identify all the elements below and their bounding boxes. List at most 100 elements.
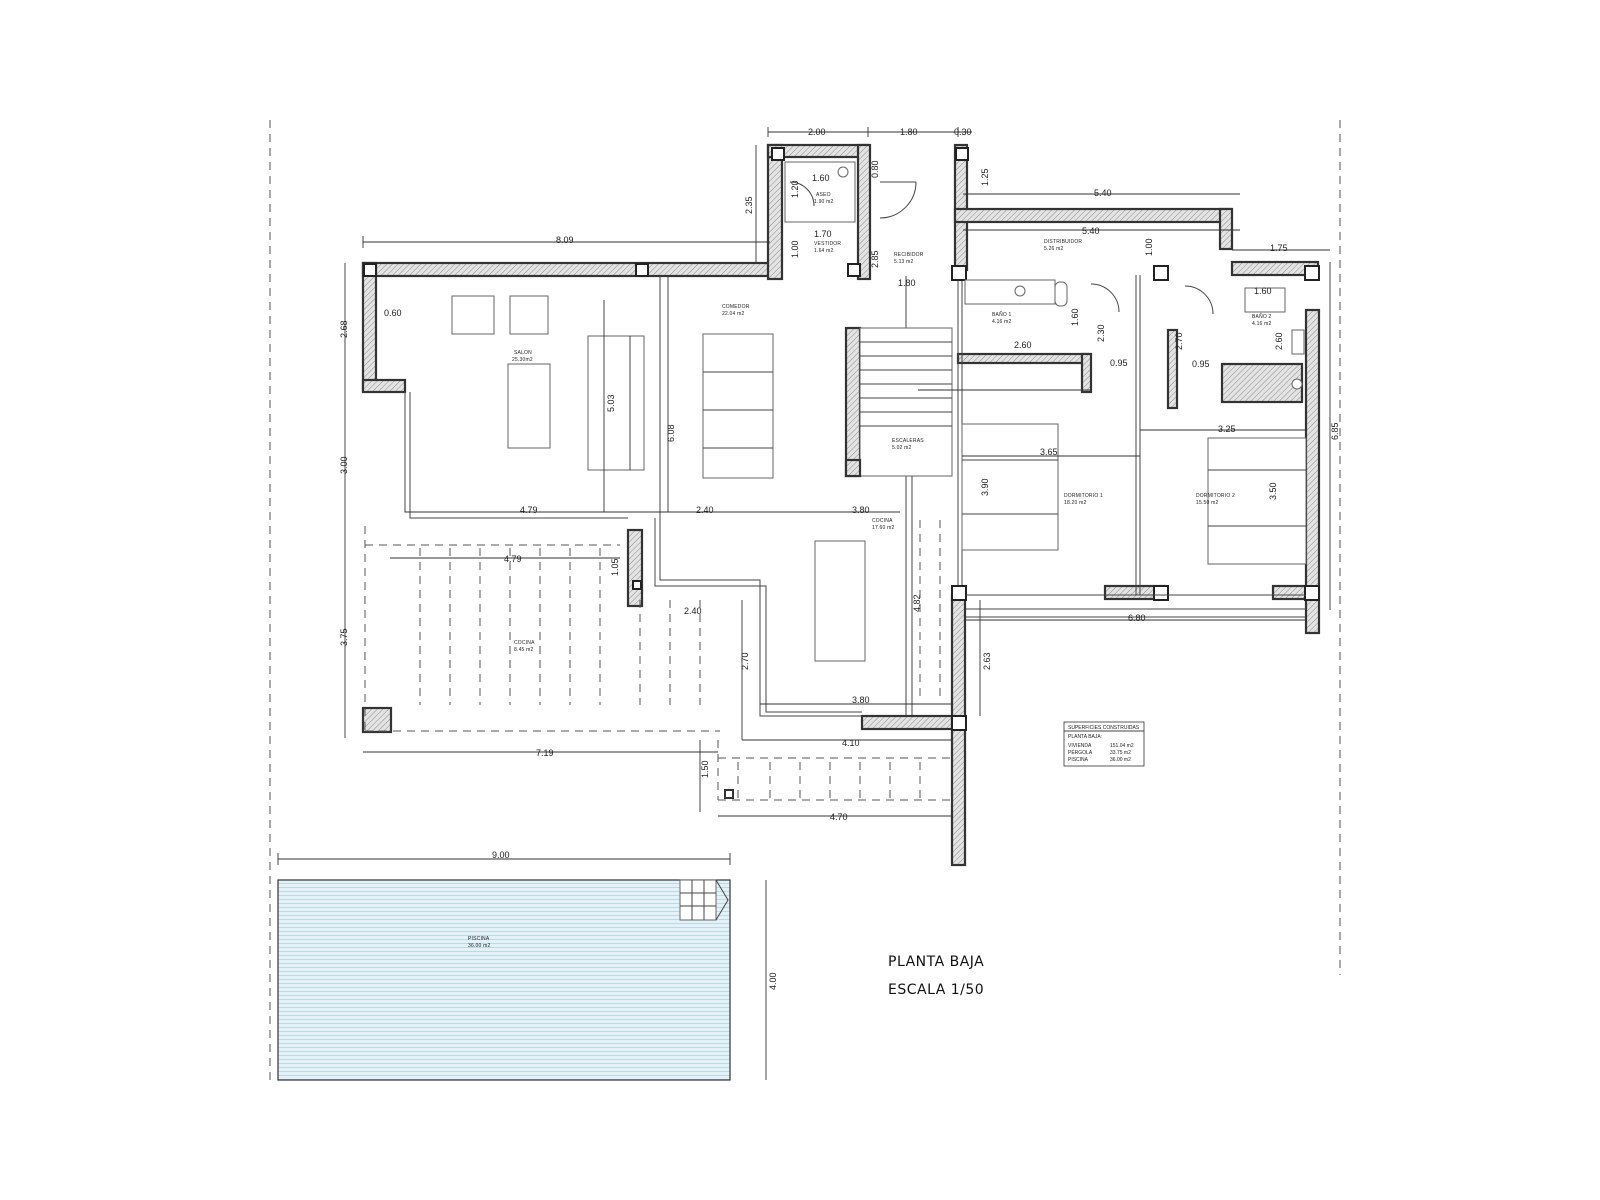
room-dormitorio2-area: 15.50 m2 [1196,500,1218,506]
room-piscina-area: 36.00 m2 [468,943,490,949]
room-labels: ASEO 1.90 m2 VESTIDOR 1.64 m2 RECIBIDOR … [468,192,1272,949]
room-escaleras-name: ESCALERAS [892,438,924,444]
dim-2-63: 2.63 [982,652,992,670]
dim-5-40-a: 5.40 [1094,188,1112,198]
dim-0-95-a: 0.95 [1110,358,1128,368]
room-aseo-area: 1.90 m2 [814,199,833,205]
dim-3-00: 3.00 [339,456,349,474]
dim-4-79-a: 4.79 [520,505,538,515]
dim-5-03: 5.03 [606,394,616,412]
room-salon-name: SALON [514,350,532,356]
dimension-labels: 2.00 1.80 0.30 1.60 1.20 0.80 1.25 5.40 … [339,127,1340,990]
dim-0-80: 0.80 [870,160,880,178]
dim-2-40-a: 2.40 [696,505,714,515]
dim-1-25: 1.25 [980,168,990,186]
room-escaleras-area: 5.02 m2 [892,445,911,451]
dim-1-00-b: 1.00 [1144,238,1154,256]
areas-row-label: VIVIENDA [1068,743,1092,749]
dim-4-70: 4.70 [830,812,848,822]
dim-2-35: 2.35 [744,196,754,214]
pergola-grid [364,520,952,801]
areas-table-subheader: PLANTA BAJA: [1068,734,1102,740]
room-cocina-ext-area: 8.45 m2 [514,647,533,653]
dim-1-80-top: 1.80 [900,127,918,137]
dim-3-80-a: 3.80 [852,505,870,515]
dim-1-60-b2: 1.60 [1254,286,1272,296]
room-piscina-name: PISCINA [468,936,490,942]
dim-0-60: 0.60 [384,308,402,318]
dim-9-00: 9.00 [492,850,510,860]
dim-1-60-aseo: 1.60 [812,173,830,183]
dim-2-30: 2.30 [1096,324,1106,342]
dim-7-19: 7.19 [536,748,554,758]
room-dormitorio1-name: DORMITORIO 1 [1064,493,1103,499]
dim-1-20: 1.20 [790,180,800,198]
sheet-frame [269,120,1341,1085]
dim-1-00-a: 1.00 [790,240,800,258]
dim-3-75: 3.75 [339,628,349,646]
furniture [451,161,1307,662]
dim-2-00: 2.00 [808,127,826,137]
dim-1-50: 1.50 [700,760,710,778]
dim-2-60-a: 2.60 [1014,340,1032,350]
dim-2-60-b: 2.60 [1274,332,1284,350]
dim-6-80: 6.80 [1128,613,1146,623]
drawing-title: PLANTA BAJA [888,954,984,970]
areas-table-header: SUPERFICIES CONSTRUIDAS [1068,725,1140,731]
room-dormitorio2-name: DORMITORIO 2 [1196,493,1235,499]
room-cocina-ext-name: COCINA [514,640,535,646]
room-distribuidor-name: DISTRIBUIDOR [1044,239,1082,245]
dim-5-40-b: 5.40 [1082,226,1100,236]
room-comedor-area: 22.04 m2 [722,311,744,317]
areas-table: SUPERFICIES CONSTRUIDAS PLANTA BAJA: VIV… [1063,721,1145,767]
dim-3-50: 3.50 [1268,482,1278,500]
room-dormitorio1-area: 18.20 m2 [1064,500,1086,506]
exterior-walls [361,143,1321,867]
dim-4-79-b: 4.79 [504,554,522,564]
dim-3-90: 3.90 [980,478,990,496]
dim-1-75: 1.75 [1270,243,1288,253]
room-aseo-name: ASEO [816,192,831,198]
areas-row-value: 151.04 m2 [1110,743,1134,749]
dim-3-25: 3.25 [1218,424,1236,434]
dimension-lines [277,127,1331,1080]
dim-4-00: 4.00 [768,972,778,990]
room-cocina-area: 17.60 m2 [872,525,894,531]
dim-0-30: 0.30 [954,127,972,137]
areas-row-value: 33.75 m2 [1110,750,1131,756]
room-bano2-name: BAÑO 2 [1252,313,1272,320]
room-vestidor-area: 1.64 m2 [814,248,833,254]
room-bano1-area: 4.16 m2 [992,319,1011,325]
pool [277,879,731,1081]
room-bano2-area: 4.16 m2 [1252,321,1271,327]
dim-8-09: 8.09 [556,235,574,245]
room-comedor-name: COMEDOR [722,304,750,310]
dim-2-70-b: 2.70 [740,652,750,670]
dim-3-80-b: 3.80 [852,695,870,705]
areas-row-value: 36.00 m2 [1110,757,1131,763]
dim-4-10: 4.10 [842,738,860,748]
drawing-scale: ESCALA 1/50 [888,982,984,998]
dim-2-68: 2.68 [339,320,349,338]
room-recibidor-area: 5.13 m2 [894,259,913,265]
title-block: PLANTA BAJA ESCALA 1/50 [888,954,984,998]
dim-2-70-a: 2.70 [1174,332,1184,350]
room-vestidor-name: VESTIDOR [814,241,841,247]
dim-1-80-mid: 1.80 [898,278,916,288]
room-salon-area: 25.30m2 [512,357,533,363]
areas-row-label: PÉRGOLA [1068,749,1093,756]
dim-0-95-b: 0.95 [1192,359,1210,369]
room-cocina-name: COCINA [872,518,893,524]
dim-6-85: 6.85 [1330,422,1340,440]
dim-3-65: 3.65 [1040,447,1058,457]
room-recibidor-name: RECIBIDOR [894,252,924,258]
room-bano1-name: BAÑO 1 [992,311,1012,318]
dim-2-85: 2.85 [870,250,880,268]
dim-1-05: 1.05 [610,558,620,576]
dim-1-70: 1.70 [814,229,832,239]
dim-4-82: 4.82 [912,594,922,612]
dim-6-08: 6.08 [666,424,676,442]
room-distribuidor-area: 5.26 m2 [1044,246,1063,252]
dim-2-40-b: 2.40 [684,606,702,616]
